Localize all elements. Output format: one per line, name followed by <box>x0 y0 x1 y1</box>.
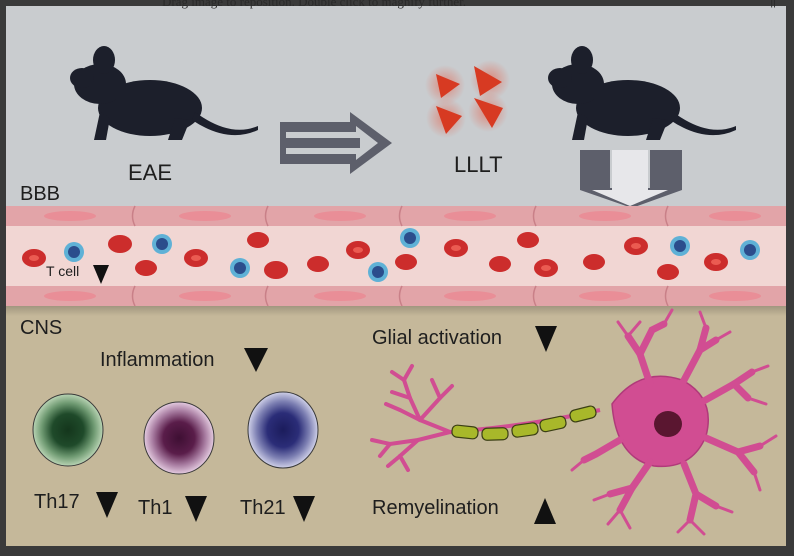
label-t-cell: T cell <box>46 263 79 279</box>
up-chevron-icon <box>534 498 556 524</box>
blood-vessel <box>6 205 786 307</box>
viewer-corner-mark: || <box>770 0 776 8</box>
label-cns: CNS <box>20 317 62 339</box>
mouse-eae-icon <box>70 46 258 140</box>
label-th1: Th1 <box>138 497 172 519</box>
label-bbb: BBB <box>20 183 60 205</box>
down-chevron-icon <box>535 326 557 352</box>
down-arrow-icon <box>580 150 682 208</box>
down-chevron-icon <box>293 496 315 522</box>
down-chevron-icon <box>93 265 109 284</box>
mouse-treated-icon <box>548 46 736 140</box>
th17-cell <box>32 393 104 467</box>
down-chevron-icon <box>244 348 268 372</box>
label-th17: Th17 <box>34 491 80 513</box>
down-chevron-icon <box>185 496 207 522</box>
t-cells <box>64 228 760 282</box>
neuron-icon <box>370 308 778 536</box>
label-th21: Th21 <box>240 497 286 519</box>
label-remyelination: Remyelination <box>372 497 499 519</box>
label-lllt: LLLT <box>454 152 503 177</box>
label-glial-activation: Glial activation <box>372 327 502 349</box>
down-chevron-icon <box>96 492 118 518</box>
viewer-hint: Drag image to reposition. Double click t… <box>162 0 466 9</box>
label-inflammation: Inflammation <box>100 349 215 371</box>
label-eae: EAE <box>128 160 172 185</box>
myelin-sheath <box>451 405 597 441</box>
th1-cell <box>143 401 215 475</box>
laser-icon <box>425 60 510 138</box>
red-blood-cells <box>22 232 728 280</box>
right-arrow-icon <box>280 112 392 174</box>
th21-cell <box>247 391 319 469</box>
